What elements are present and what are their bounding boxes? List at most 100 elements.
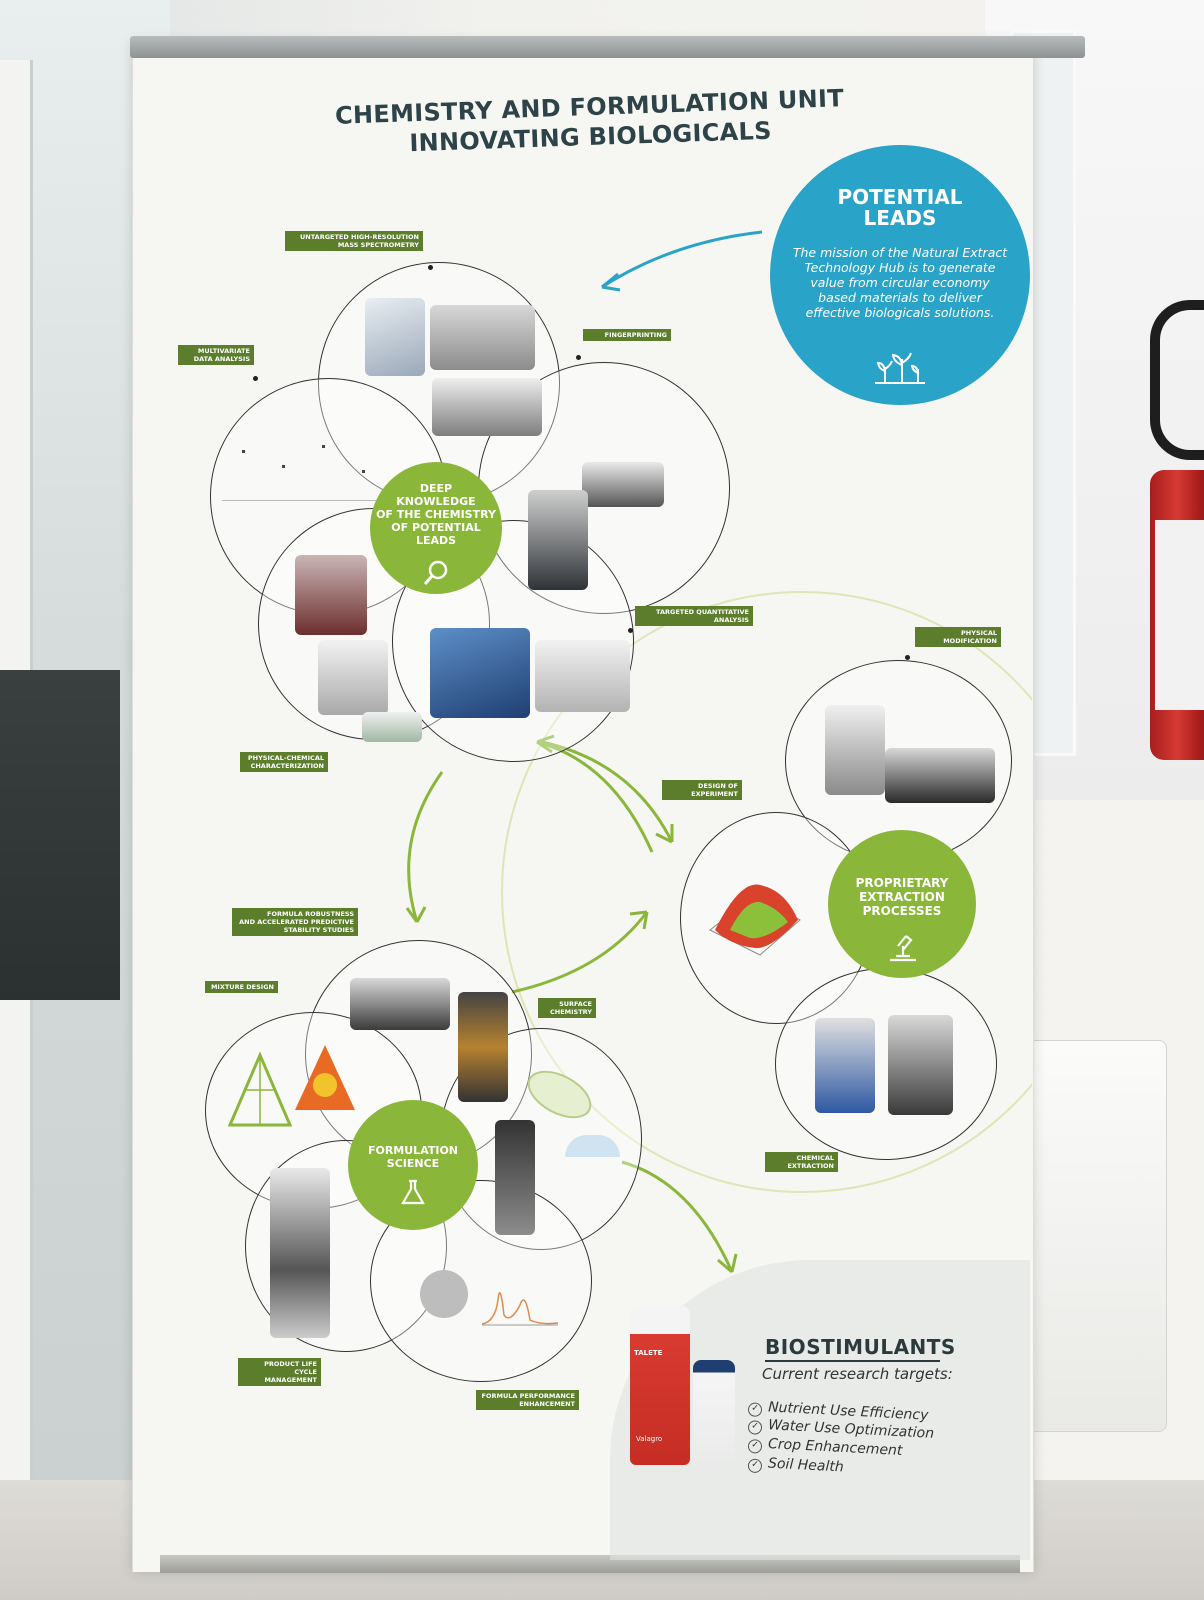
proprietary-line-2: EXTRACTION <box>859 890 945 904</box>
arc-right-head <box>655 824 674 844</box>
proprietary-disc: PROPRIETARY EXTRACTION PROCESSES <box>828 830 976 978</box>
arc-left <box>536 740 654 853</box>
tag-product-lifecycle: PRODUCT LIFE CYCLE MANAGEMENT <box>238 1358 321 1386</box>
tag-fingerprinting: FINGERPRINTING <box>583 329 671 341</box>
product-bottle-red: TALETE Valagro <box>630 1305 690 1465</box>
tag-targeted-line-1: TARGETED QUANTITATIVE <box>656 608 749 616</box>
arc-up <box>511 911 649 994</box>
magnifier-icon <box>423 560 448 585</box>
banner-top-rail <box>130 36 1085 58</box>
extraction-halo <box>501 591 1032 1193</box>
extinguisher-hose <box>1150 300 1204 460</box>
tensiometer-device <box>495 1120 535 1235</box>
tag-fingerprinting-line: FINGERPRINTING <box>604 331 667 339</box>
tag-lifecycle-line-1: PRODUCT LIFE CYCLE <box>264 1360 317 1376</box>
deep-knowledge-line-1: DEEP <box>419 482 453 495</box>
potential-leads-title: POTENTIAL LEADS <box>770 187 1030 229</box>
arc-biostim-head <box>717 1253 738 1274</box>
tag-mixture-line: MIXTURE DESIGN <box>210 983 274 991</box>
reactor-device <box>815 1018 875 1113</box>
chemical-extractor-device <box>888 1015 953 1115</box>
leads-arrowhead <box>601 272 621 292</box>
check-circle-icon: ✓ <box>747 1438 763 1454</box>
tag-multivariate-line-1: MULTIVARIATE <box>197 347 250 355</box>
tag-targeted: TARGETED QUANTITATIVE ANALYSIS <box>635 606 753 626</box>
mission-text: The mission of the Natural Extract Techn… <box>792 245 1008 320</box>
tag-lifecycle-line-2: MANAGEMENT <box>264 1376 317 1384</box>
hplc-device <box>430 628 530 718</box>
leads-arrow <box>601 230 763 289</box>
arc-up-head <box>629 910 649 930</box>
tag-robustness-line-1: FORMULA ROBUSTNESS <box>267 910 354 918</box>
biostimulants-heading: BIOSTIMULANTS <box>765 1335 956 1359</box>
arc-down <box>407 771 444 923</box>
research-target-text: Soil Health <box>767 1455 845 1476</box>
oven-device <box>295 555 367 635</box>
extinguisher-label <box>1155 520 1204 710</box>
chemical-extraction-circle <box>775 968 997 1160</box>
tag-mass-spec-line-1: UNTARGETED HIGH-RESOLUTION <box>300 233 419 241</box>
mill-device <box>885 748 995 803</box>
plants-growth-icon <box>875 352 925 384</box>
contact-angle-graphic <box>565 1135 620 1157</box>
response-surface-graphic <box>709 884 801 956</box>
homogenizer-device <box>270 1168 330 1338</box>
tag-connector-dot <box>576 355 581 360</box>
tag-chemical-line-2: EXTRACTION <box>787 1162 834 1170</box>
tag-performance-line-1: FORMULA PERFORMANCE <box>481 1392 575 1400</box>
product-bottle-white <box>693 1360 735 1465</box>
tag-surface-line-2: CHEMISTRY <box>549 1008 592 1016</box>
tag-physchem-line-2: CHARACTERIZATION <box>250 762 324 770</box>
tag-mass-spec: UNTARGETED HIGH-RESOLUTION MASS SPECTROM… <box>285 231 423 251</box>
tag-surface-chemistry: SURFACE CHEMISTRY <box>538 998 596 1018</box>
rheometer-device <box>318 640 388 715</box>
tag-physical-line-1: PHYSICAL <box>961 629 997 637</box>
tag-chemical-line-1: CHEMICAL <box>796 1154 834 1162</box>
tag-chemical-extraction: CHEMICAL EXTRACTION <box>765 1152 838 1172</box>
biostimulants-underline <box>765 1360 940 1362</box>
tag-multivariate-line-2: DATA ANALYSIS <box>193 355 250 363</box>
deep-knowledge-line-3: OF THE CHEMISTRY <box>376 508 496 521</box>
scatter-plot-graphic <box>222 430 392 501</box>
tag-performance-line-2: ENHANCEMENT <box>519 1400 575 1408</box>
mass-spectrometer-1 <box>365 298 425 376</box>
deep-knowledge-disc: DEEP KNOWLEDGE OF THE CHEMISTRY OF POTEN… <box>370 462 502 594</box>
potential-leads-circle: POTENTIAL LEADS The mission of the Natur… <box>770 145 1030 405</box>
arc-right <box>541 740 674 843</box>
tag-design-of-experiment: DESIGN OF EXPERIMENT <box>662 780 742 800</box>
arc-down-head <box>405 906 427 923</box>
proprietary-line-1: PROPRIETARY <box>855 876 949 890</box>
leads-heading-2: LEADS <box>863 206 937 230</box>
deep-knowledge-line-4: OF POTENTIAL <box>391 521 481 534</box>
balance-device <box>362 712 422 742</box>
petri-dish-graphic <box>420 1270 468 1318</box>
tag-connector-dot <box>428 265 433 270</box>
microscope-icon <box>890 935 916 962</box>
tag-doe-line-2: EXPERIMENT <box>691 790 738 798</box>
stability-analyzer-device <box>458 992 508 1102</box>
bottle-label-text: TALETE <box>634 1349 663 1357</box>
formulation-line-1: FORMULATION <box>367 1144 459 1157</box>
tag-robustness: FORMULA ROBUSTNESS AND ACCELERATED PREDI… <box>232 908 358 936</box>
tag-surface-line-1: SURFACE <box>559 1000 592 1008</box>
deep-knowledge-line-2: KNOWLEDGE <box>396 495 476 508</box>
tag-mass-spec-line-2: MASS SPECTROMETRY <box>337 241 419 249</box>
formulation-science-disc: FORMULATION SCIENCE <box>348 1100 478 1230</box>
tag-robustness-line-2: AND ACCELERATED PREDICTIVE <box>239 918 354 926</box>
check-circle-icon: ✓ <box>747 1402 763 1417</box>
tag-physical-line-2: MODIFICATION <box>943 637 997 645</box>
stability-chamber-device <box>350 978 450 1030</box>
analyzer-device <box>528 490 588 590</box>
check-circle-icon: ✓ <box>747 1458 763 1474</box>
biostimulants-subheading: Current research targets: <box>762 1365 953 1383</box>
tag-physchem-line-1: PHYSICAL-CHEMICAL <box>247 754 324 762</box>
tag-physchem: PHYSICAL-CHEMICAL CHARACTERIZATION <box>240 752 328 772</box>
tag-robustness-line-3: STABILITY STUDIES <box>283 926 354 934</box>
quant-device <box>535 640 630 712</box>
extraction-device <box>825 705 885 795</box>
chromatogram-graphic <box>481 1291 559 1326</box>
tag-connector-dot <box>905 655 910 660</box>
tag-formula-performance: FORMULA PERFORMANCE ENHANCEMENT <box>476 1390 579 1410</box>
deep-knowledge-line-5: LEADS <box>415 534 457 547</box>
tag-doe-line-1: DESIGN OF <box>698 782 738 790</box>
